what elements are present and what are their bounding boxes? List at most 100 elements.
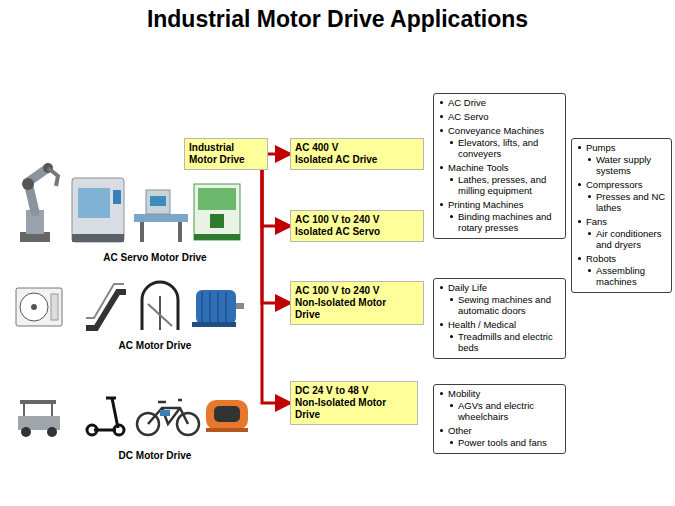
list-row: Treadmills and electric beds	[438, 331, 561, 353]
scooter-icon	[87, 398, 124, 435]
bullet	[450, 404, 453, 407]
box-text: Non-Isolated Motor Drive	[295, 297, 413, 321]
list-item: Machine Tools	[448, 162, 561, 173]
bullet	[450, 298, 453, 301]
list-row: Health / Medical	[438, 319, 561, 330]
bullet	[578, 257, 581, 260]
bullet	[440, 203, 443, 206]
box-text: Non-Isolated Motor Drive	[295, 397, 407, 421]
robot-vacuum-icon	[206, 400, 248, 432]
sub-item: Treadmills and electric beds	[458, 331, 561, 353]
sub-item: Assembling machines	[596, 265, 667, 287]
bullet	[588, 269, 591, 272]
list-row: Presses and NC lathes	[576, 191, 667, 213]
list-row: Elevators, lifts, and conveyers	[438, 137, 561, 159]
bullet	[440, 286, 443, 289]
bullet	[588, 232, 591, 235]
box-text: AC 100 V to 240 V	[295, 285, 413, 297]
list-row: Machine Tools	[438, 162, 561, 173]
group-label: AC Motor Drive	[119, 340, 192, 351]
list-item: Compressors	[586, 179, 667, 190]
list-item: Printing Machines	[448, 199, 561, 210]
list-row: Compressors	[576, 179, 667, 190]
list-row: Sewing machines and automatic doors	[438, 294, 561, 316]
list-item: Robots	[586, 253, 667, 264]
list-row: AC Servo	[438, 111, 561, 122]
sub-item: Presses and NC lathes	[596, 191, 667, 213]
air-conditioner-icon	[16, 288, 62, 326]
list-row: Air conditioners and dryers	[576, 228, 667, 250]
list-row: Printing Machines	[438, 199, 561, 210]
conveyor-icon	[134, 190, 188, 242]
drive-type-box: DC 24 V to 48 VNon-Isolated Motor Drive	[290, 381, 418, 425]
list-row: AC Drive	[438, 97, 561, 108]
application-list: PumpsWater supply systemsCompressorsPres…	[571, 138, 672, 293]
group-label: DC Motor Drive	[119, 450, 192, 461]
bullet	[578, 146, 581, 149]
bullet	[578, 220, 581, 223]
list-row: Daily Life	[438, 282, 561, 293]
category-box: Industrial Motor Drive	[184, 138, 268, 170]
drive-type-box: AC 100 V to 240 VNon-Isolated Motor Driv…	[290, 281, 424, 325]
list-item: AC Servo	[448, 111, 561, 122]
box-text: Industrial Motor Drive	[189, 142, 257, 166]
list-row: Pumps	[576, 142, 667, 153]
bullet	[440, 101, 443, 104]
bullet	[440, 166, 443, 169]
red-arrow	[262, 170, 290, 403]
list-row: Power tools and fans	[438, 437, 561, 448]
application-list: Daily LifeSewing machines and automatic …	[433, 278, 566, 359]
list-row: Conveyance Machines	[438, 125, 561, 136]
bullet	[578, 183, 581, 186]
red-arrow	[262, 170, 290, 226]
list-item: Health / Medical	[448, 319, 561, 330]
list-item: AC Drive	[448, 97, 561, 108]
red-arrow	[262, 170, 290, 303]
list-row: AGVs and electric wheelchairs	[438, 400, 561, 422]
bullet	[450, 178, 453, 181]
bullet	[588, 195, 591, 198]
sub-item: Lathes, presses, and milling equipment	[458, 174, 561, 196]
box-text: AC 100 V to 240 V	[295, 214, 413, 226]
sub-item: Binding machines and rotary presses	[458, 211, 561, 233]
application-list: AC Drive AC ServoConveyance MachinesEleva…	[433, 93, 566, 239]
list-item: Daily Life	[448, 282, 561, 293]
drive-type-box: AC 100 V to 240 VIsolated AC Servo	[290, 210, 424, 242]
bullet	[440, 115, 443, 118]
electric-motor-icon	[192, 290, 244, 327]
bullet	[440, 129, 443, 132]
bullet	[450, 215, 453, 218]
sub-item: Power tools and fans	[458, 437, 561, 448]
list-row: Mobility	[438, 388, 561, 399]
list-item: Pumps	[586, 142, 667, 153]
drive-type-box: AC 400 VIsolated AC Drive	[290, 138, 424, 170]
box-text: Isolated AC Drive	[295, 154, 413, 166]
sub-item: Elevators, lifts, and conveyers	[458, 137, 561, 159]
list-item: Conveyance Machines	[448, 125, 561, 136]
robot-arm-icon	[20, 163, 58, 242]
bullet	[440, 429, 443, 432]
box-text: AC 400 V	[295, 142, 413, 154]
sub-item: AGVs and electric wheelchairs	[458, 400, 561, 422]
sub-item: Sewing machines and automatic doors	[458, 294, 561, 316]
list-row: Lathes, presses, and milling equipment	[438, 174, 561, 196]
revolving-door-icon	[142, 282, 178, 330]
list-row: Assembling machines	[576, 265, 667, 287]
sub-item: Air conditioners and dryers	[596, 228, 667, 250]
box-text: Isolated AC Servo	[295, 226, 413, 238]
machine-tool-icon	[72, 178, 124, 242]
group-label: AC Servo Motor Drive	[103, 252, 206, 263]
assembly-machine-icon	[194, 184, 240, 240]
list-item: Fans	[586, 216, 667, 227]
red-arrow	[268, 153, 290, 156]
sub-item: Water supply systems	[596, 154, 667, 176]
bullet	[450, 441, 453, 444]
list-row: Water supply systems	[576, 154, 667, 176]
bullet	[450, 335, 453, 338]
bicycle-icon	[137, 400, 199, 435]
list-item: Mobility	[448, 388, 561, 399]
page-title: Industrial Motor Drive Applications	[0, 6, 675, 33]
list-row: Robots	[576, 253, 667, 264]
list-item: Other	[448, 425, 561, 436]
box-text: DC 24 V to 48 V	[295, 385, 407, 397]
